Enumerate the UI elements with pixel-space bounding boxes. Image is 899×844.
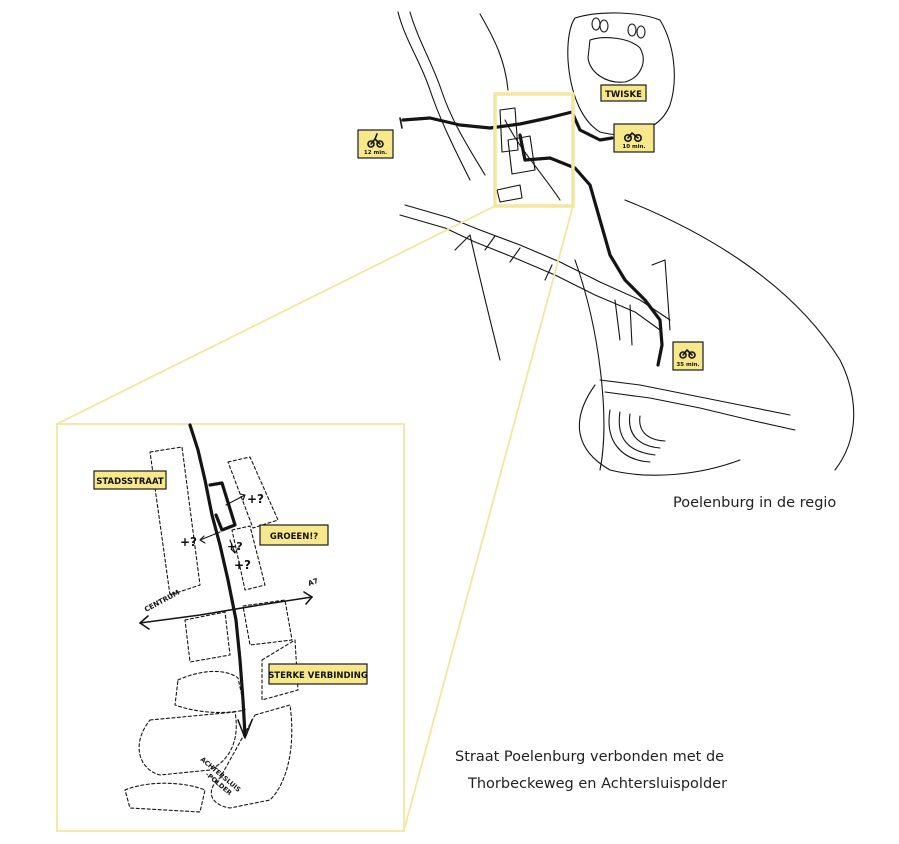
- question-mark-1: +?: [180, 535, 197, 549]
- question-mark-4: +?: [227, 540, 243, 553]
- groenen-label: GROEEN!?: [259, 524, 329, 546]
- a7-text: A7: [307, 577, 320, 588]
- sterke-verbinding-label: STERKE VERBINDING: [268, 663, 368, 685]
- groenen-text: GROEEN!?: [270, 532, 318, 542]
- stadsstraat-label: STADSSTRAAT: [93, 470, 167, 490]
- cycle-time-35: 35 min.: [676, 362, 699, 368]
- stadsstraat-text: STADSSTRAAT: [96, 477, 164, 487]
- cycle-time-12: 12 min.: [364, 150, 387, 156]
- cyclist-icon: [367, 133, 384, 148]
- sterke-verbinding-text: STERKE VERBINDING: [268, 671, 368, 681]
- twiske-text: TWISKE: [605, 90, 642, 100]
- cycle-time-10: 10 min.: [622, 144, 645, 150]
- zoom-frame: [56, 92, 575, 831]
- caption-regio: Poelenburg in de regio: [673, 495, 837, 511]
- bicycle-icon: [679, 349, 696, 359]
- bicycle-icon: [623, 132, 642, 143]
- cycle-tag-12min: 12 min.: [357, 129, 394, 159]
- cycle-tag-10min: 10 min.: [613, 123, 655, 153]
- inset-detail: [56, 423, 405, 832]
- cycle-tag-35min: 35 min.: [672, 341, 704, 371]
- question-mark-2: +?: [247, 492, 264, 506]
- caption-straat-line1: Straat Poelenburg verbonden met de: [455, 749, 725, 765]
- caption-straat-line2: Thorbeckeweg en Achtersluispolder: [468, 776, 728, 792]
- centrum-text: CENTRUM: [143, 589, 181, 614]
- twiske-label: TWISKE: [600, 84, 647, 102]
- question-mark-3: +?: [234, 558, 251, 572]
- regional-map: [397, 11, 855, 476]
